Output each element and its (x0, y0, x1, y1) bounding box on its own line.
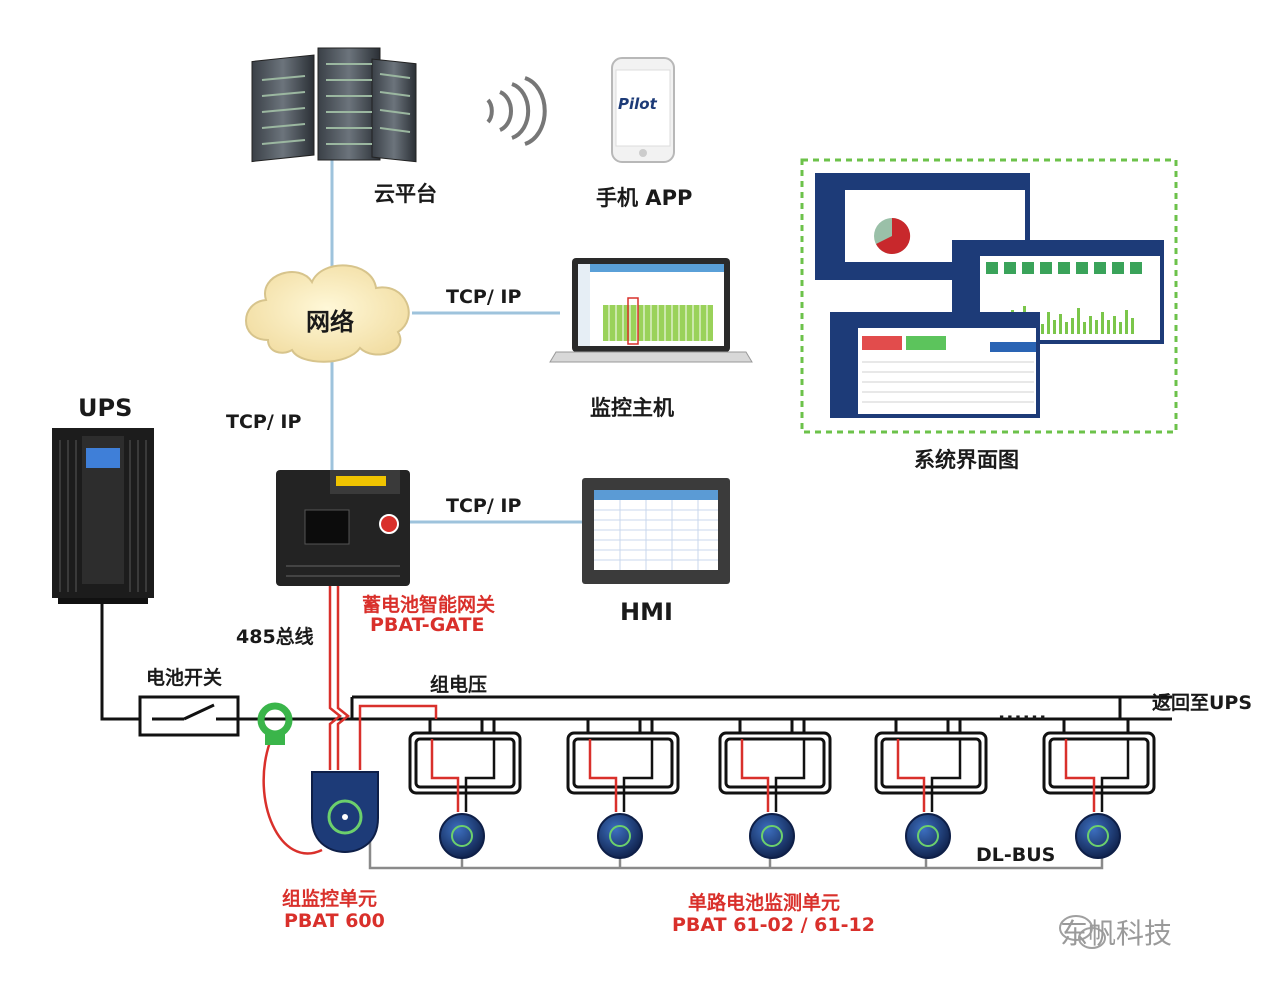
dl-bus-line (368, 838, 1104, 870)
cloud-server-icon (251, 47, 417, 163)
wechat-icon (1059, 915, 1106, 949)
gateway-model-label: PBAT-GATE (370, 614, 485, 636)
mobile-phone-icon (611, 57, 675, 163)
cell-monitor-device-icon (1075, 813, 1121, 859)
ups-label: UPS (78, 394, 133, 422)
cell-monitor-name-label: 单路电池监测单元 (688, 892, 841, 914)
gateway-name-label: 蓄电池智能网关 (362, 594, 496, 616)
battery-box (1042, 731, 1156, 795)
mobile-app-label: 手机 APP (596, 186, 693, 210)
tcpip-network-pc-label: TCP/ IP (446, 286, 522, 308)
cell-monitor-model-label: PBAT 61-02 / 61-12 (672, 914, 875, 936)
current-transformer-icon (257, 702, 293, 745)
hmi-label: HMI (620, 598, 673, 626)
bus-485-label: 485总线 (236, 626, 314, 648)
return-to-ups-label: 返回至UPS (1152, 692, 1253, 714)
battery-terminals (428, 717, 1130, 733)
cell-sense-leads (430, 739, 1130, 812)
watermark-text: 东帆科技 (1060, 917, 1173, 950)
string-voltage-label: 组电压 (430, 674, 488, 696)
battery-switch-label: 电池开关 (146, 667, 223, 689)
ellipsis-label: ...... (998, 702, 1048, 724)
group-monitor-device-icon (311, 771, 379, 854)
cell-monitor-device-icon (597, 813, 643, 859)
system-screens-panel (800, 158, 1178, 434)
cell-monitor-device-icon (749, 813, 795, 859)
group-monitor-model-label: PBAT 600 (284, 910, 385, 932)
monitor-host-label: 监控主机 (590, 396, 674, 420)
group-monitor-name-label: 组监控单元 (282, 888, 378, 910)
network-links (330, 160, 582, 524)
cloud-platform-label: 云平台 (374, 182, 437, 206)
tcpip-gateway-network-label: TCP/ IP (226, 411, 302, 433)
bus-485-line (262, 586, 438, 855)
cell-monitor-device-icon (439, 813, 485, 859)
laptop-icon (549, 258, 753, 363)
network-cloud-icon (245, 264, 410, 363)
ups-cabinet-icon (52, 428, 154, 604)
dl-bus-label: DL-BUS (976, 844, 1056, 866)
tcpip-gateway-hmi-label: TCP/ IP (446, 495, 522, 517)
hmi-device-icon (582, 478, 730, 584)
wireless-signal-icon (486, 76, 547, 146)
system-screens-label: 系统界面图 (914, 448, 1019, 472)
gateway-device-icon (276, 470, 410, 586)
phone-brand-logo: Pilot (618, 95, 657, 113)
cell-monitor-device-icon (905, 813, 951, 859)
power-wiring (100, 604, 1172, 737)
network-label: 网络 (306, 308, 354, 336)
